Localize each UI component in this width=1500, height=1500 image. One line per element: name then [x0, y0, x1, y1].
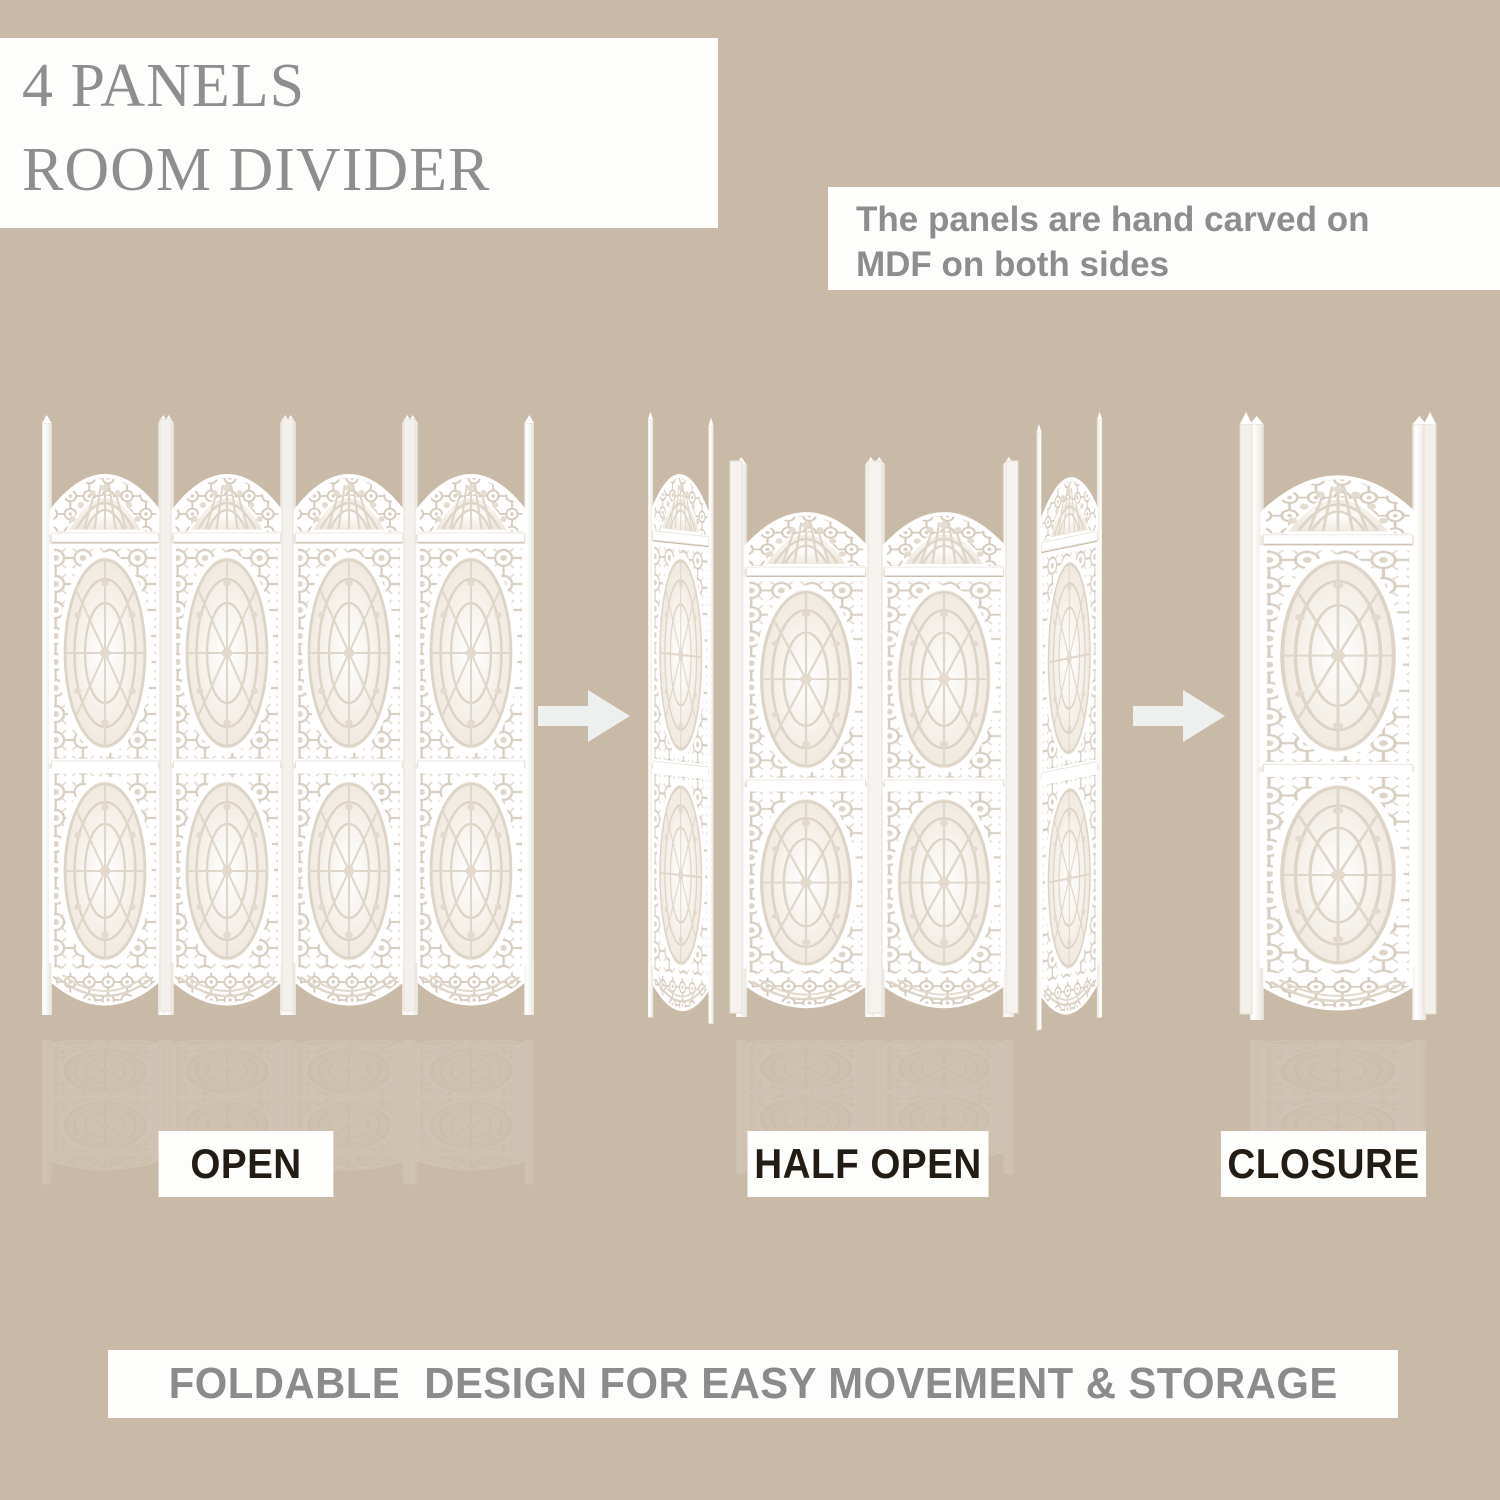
stage-label-open: OPEN	[158, 1131, 334, 1197]
hinges-open	[159, 418, 416, 1012]
note-line-1: The panels are hand carved on	[856, 200, 1370, 239]
stage-label-closure: CLOSURE	[1220, 1131, 1427, 1197]
arrow-right-icon	[538, 688, 630, 744]
bottom-banner: FOLDABLE DESIGN FOR EASY MOVEMENT & STOR…	[108, 1350, 1398, 1418]
stage-label-half-open: HALF OPEN	[747, 1131, 989, 1197]
divider-half-open-illustration	[640, 395, 1110, 1055]
banner-text: FOLDABLE DESIGN FOR EASY MOVEMENT & STOR…	[168, 1359, 1338, 1408]
divider-open-illustration	[40, 395, 540, 1055]
divider-half-open	[640, 395, 1110, 1055]
divider-closure-illustration	[1239, 412, 1437, 1058]
divider-closure	[1232, 398, 1444, 1058]
hinges-half-open	[729, 460, 1019, 1014]
divider-open	[40, 395, 540, 1055]
note-line-2: MDF on both sides	[856, 245, 1170, 284]
note-box: The panels are hand carved on MDF on bot…	[828, 187, 1500, 290]
title-line-1: 4 PANELS	[22, 52, 306, 120]
arrow-right-icon	[1133, 688, 1225, 744]
title-line-2: ROOM DIVIDER	[22, 136, 491, 204]
panel-group-closed	[1250, 416, 1426, 1020]
title-box: 4 PANELS ROOM DIVIDER	[0, 38, 718, 228]
